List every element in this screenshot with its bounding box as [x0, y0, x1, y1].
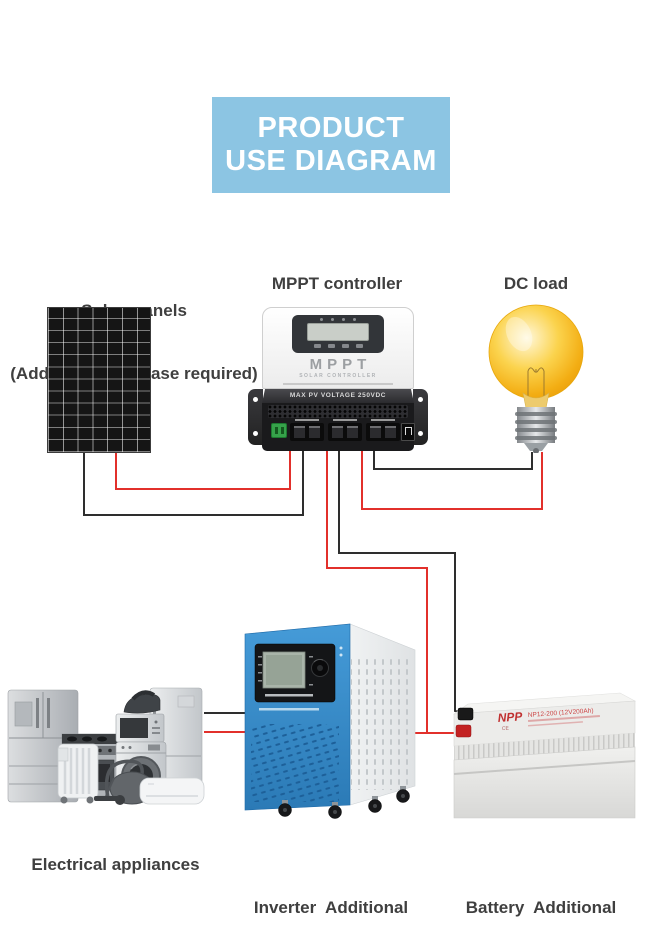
air-conditioner-icon: [139, 777, 205, 805]
radiator-heater-icon: [57, 743, 99, 804]
mppt-controller-label: MPPT controller: [271, 274, 403, 293]
iron-icon: [123, 690, 161, 714]
mppt-rj45-port: [401, 423, 415, 441]
wire-pv-black: [83, 448, 304, 516]
mppt-battery-terminals: [328, 419, 362, 441]
wire-load-black: [373, 449, 533, 470]
battery-negative-terminal: [457, 707, 474, 721]
inverter-casters: [278, 786, 410, 819]
dc-load-label: DC load: [503, 274, 569, 293]
inverter-label: Inverter Additional purchase required: [253, 897, 409, 917]
mppt-lcd-screen: [307, 323, 369, 341]
mppt-green-terminal: [271, 423, 287, 438]
mppt-body: MPPT SOLAR CONTROLLER: [262, 307, 414, 389]
inverter-icon: [244, 623, 416, 819]
wire-pv-red: [115, 448, 291, 490]
battery-model-text: NP12-200 (12V200Ah): [528, 707, 594, 719]
battery-label: Battery Additional purchase required: [465, 897, 617, 917]
battery-icon: NPP CE NP12-200 (12V200Ah): [452, 692, 637, 819]
mppt-mount-tab-left: [248, 389, 263, 445]
mppt-fine-print: [283, 383, 393, 385]
mppt-load-terminals: [366, 419, 400, 441]
mppt-display: [292, 315, 384, 353]
mppt-device-subtitle: SOLAR CONTROLLER: [299, 373, 377, 379]
page-title: PRODUCT USE DIAGRAM: [212, 97, 450, 193]
wire-battery-red: [326, 449, 428, 733]
mppt-terminal-section: [262, 403, 415, 451]
electrical-appliances-label: Electrical appliances: [31, 855, 200, 874]
mppt-controller-icon: MPPT SOLAR CONTROLLER MAX PV VOLTAGE 250…: [248, 303, 428, 455]
battery-ce-mark: CE: [502, 725, 510, 732]
mppt-voltage-band: MAX PV VOLTAGE 250VDC: [262, 389, 414, 403]
page-title-line1: PRODUCT: [257, 111, 405, 144]
wire-load-red: [361, 449, 543, 510]
battery-positive-terminal: [455, 724, 472, 738]
microwave-icon: [115, 713, 165, 743]
page-title-line2: USE DIAGRAM: [225, 145, 437, 177]
bulb-glass: [488, 304, 584, 400]
light-bulb-icon: [488, 304, 584, 453]
battery-brand: NPP: [497, 709, 524, 725]
mppt-mount-tab-right: [413, 389, 428, 445]
mppt-vent-holes: [268, 405, 408, 418]
mppt-pv-terminals: [290, 419, 324, 441]
solar-panel-icon: [47, 307, 151, 453]
electrical-appliances-icon: [7, 687, 205, 805]
inverter-front-vents: [251, 724, 339, 802]
mppt-device-name: MPPT: [309, 356, 372, 373]
